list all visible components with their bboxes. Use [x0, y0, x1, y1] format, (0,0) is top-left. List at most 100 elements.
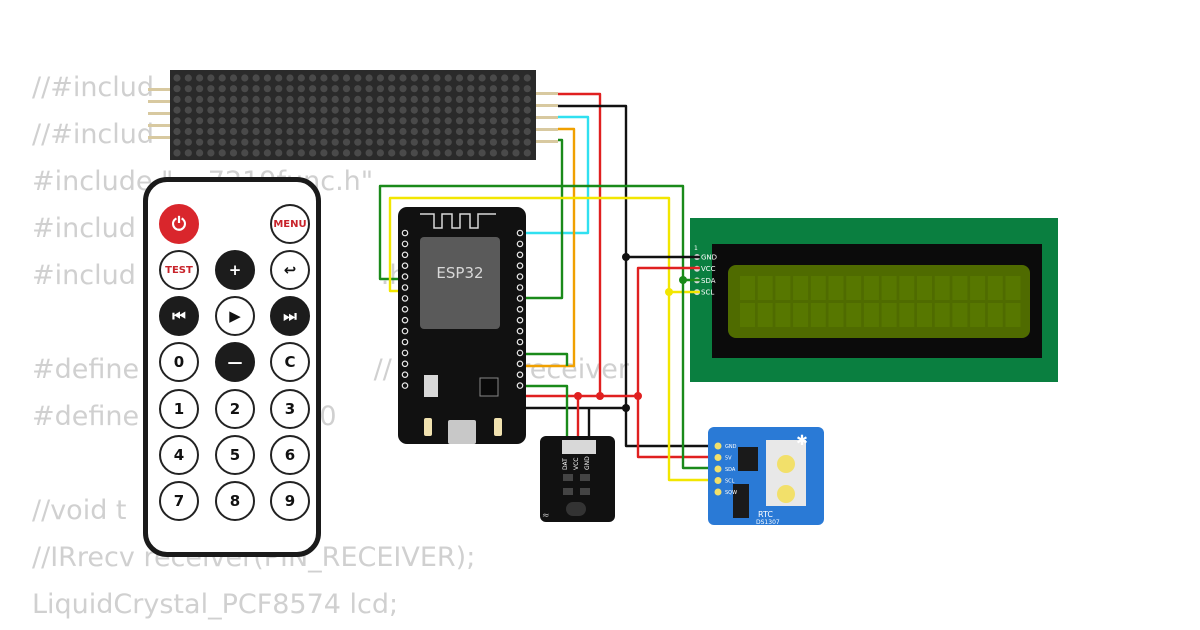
- remote-button-back[interactable]: ↩: [270, 250, 310, 290]
- esp32-pin[interactable]: [516, 382, 524, 389]
- esp32-pin[interactable]: [401, 338, 409, 346]
- esp32-usb-port[interactable]: [448, 420, 476, 444]
- matrix-led: [399, 85, 407, 93]
- esp32-pin[interactable]: [401, 349, 409, 357]
- esp32-devkit[interactable]: ESP32: [398, 207, 526, 444]
- lcd-cell: [775, 276, 791, 300]
- matrix-led: [388, 106, 396, 114]
- esp32-pin[interactable]: [401, 382, 409, 389]
- remote-button-num1[interactable]: 1: [159, 389, 199, 429]
- remote-button-num4[interactable]: 4: [159, 435, 199, 475]
- remote-button-minus[interactable]: —: [215, 342, 255, 382]
- matrix-led: [365, 106, 373, 114]
- remote-button-num9[interactable]: 9: [270, 481, 310, 521]
- esp32-pin[interactable]: [516, 349, 524, 357]
- esp32-pin[interactable]: [516, 295, 524, 302]
- esp32-pin[interactable]: [401, 295, 409, 302]
- remote-button-next[interactable]: ⏭: [270, 296, 310, 336]
- esp32-pin[interactable]: [401, 262, 409, 270]
- matrix-led: [365, 149, 373, 157]
- matrix-led: [512, 95, 520, 103]
- remote-button-prev[interactable]: ⏮: [159, 296, 199, 336]
- ir-receiver-board: [540, 436, 615, 522]
- esp32-pin[interactable]: [401, 251, 409, 259]
- wire-matrix-din: [521, 115, 590, 235]
- matrix-led: [173, 149, 181, 157]
- matrix-led: [489, 149, 497, 157]
- matrix-led: [309, 95, 317, 103]
- matrix-led: [399, 95, 407, 103]
- esp32-pin[interactable]: [401, 305, 409, 313]
- lcd-cell: [775, 303, 791, 327]
- ir-receiver-module[interactable]: DAT VCC GND ≈: [540, 436, 615, 522]
- wire-matrix-clk: [521, 138, 564, 300]
- matrix-led: [354, 127, 362, 136]
- remote-button-num0[interactable]: 0: [159, 342, 199, 382]
- matrix-led: [489, 127, 497, 136]
- remote-button-plus[interactable]: +: [215, 250, 255, 290]
- rtc-pin[interactable]: [714, 454, 722, 461]
- matrix-led: [286, 106, 294, 114]
- esp32-pin[interactable]: [401, 316, 409, 324]
- esp32-pin[interactable]: [516, 305, 524, 313]
- remote-button-clear[interactable]: C: [270, 342, 310, 382]
- matrix-led: [309, 149, 317, 157]
- matrix-led: [501, 106, 509, 114]
- esp32-pin[interactable]: [401, 360, 409, 368]
- esp32-pin[interactable]: [401, 229, 409, 237]
- esp32-pin[interactable]: [516, 360, 524, 368]
- esp32-pin[interactable]: [516, 262, 524, 270]
- remote-button-play[interactable]: ▶: [215, 296, 255, 336]
- remote-button-num8[interactable]: 8: [215, 481, 255, 521]
- matrix-led: [207, 117, 215, 125]
- remote-button-menu[interactable]: MENU: [270, 204, 310, 244]
- remote-button-num2[interactable]: 2: [215, 389, 255, 429]
- rtc-pin[interactable]: [714, 477, 722, 484]
- matrix-led: [455, 149, 464, 157]
- matrix-led: [184, 106, 192, 114]
- esp32-usb-chip: [479, 377, 499, 397]
- esp32-pin[interactable]: [401, 240, 409, 248]
- esp32-boot-button[interactable]: [424, 418, 432, 436]
- remote-button-test[interactable]: TEST: [159, 250, 199, 290]
- remote-button-num3[interactable]: 3: [270, 389, 310, 429]
- matrix-led: [422, 149, 430, 157]
- rtc-pin[interactable]: [714, 465, 722, 473]
- remote-button-power[interactable]: ⏻: [159, 204, 199, 244]
- matrix-led: [342, 106, 351, 114]
- esp32-pin[interactable]: [516, 273, 524, 280]
- matrix-led: [275, 138, 283, 146]
- esp32-pin[interactable]: [516, 371, 524, 379]
- rtc-pin[interactable]: [714, 442, 722, 450]
- matrix-led: [388, 127, 396, 136]
- matrix-led: [376, 149, 384, 157]
- remote-button-num5[interactable]: 5: [215, 435, 255, 475]
- esp32-pin[interactable]: [516, 229, 524, 237]
- esp32-pin[interactable]: [516, 251, 524, 259]
- matrix-led: [523, 85, 531, 93]
- esp32-pin[interactable]: [516, 240, 524, 248]
- esp32-pin[interactable]: [516, 284, 524, 291]
- esp32-pin[interactable]: [401, 284, 409, 291]
- led-matrix-display[interactable]: [148, 70, 558, 160]
- remote-button-num7[interactable]: 7: [159, 481, 199, 521]
- esp32-pin[interactable]: [516, 327, 524, 335]
- esp32-pin[interactable]: [401, 327, 409, 335]
- matrix-led: [184, 149, 192, 157]
- esp32-pin[interactable]: [401, 273, 409, 280]
- esp32-en-button[interactable]: [494, 418, 502, 436]
- ir-pin-dat: DAT: [562, 458, 569, 470]
- matrix-led: [489, 106, 497, 114]
- matrix-led: [455, 85, 464, 93]
- rtc-pin[interactable]: [714, 488, 722, 496]
- matrix-led: [388, 74, 396, 82]
- remote-button-num6[interactable]: 6: [270, 435, 310, 475]
- matrix-led: [489, 117, 497, 125]
- esp32-pin[interactable]: [401, 371, 409, 379]
- esp32-pin[interactable]: [516, 338, 524, 346]
- matrix-led: [478, 138, 486, 146]
- esp32-pin[interactable]: [516, 316, 524, 324]
